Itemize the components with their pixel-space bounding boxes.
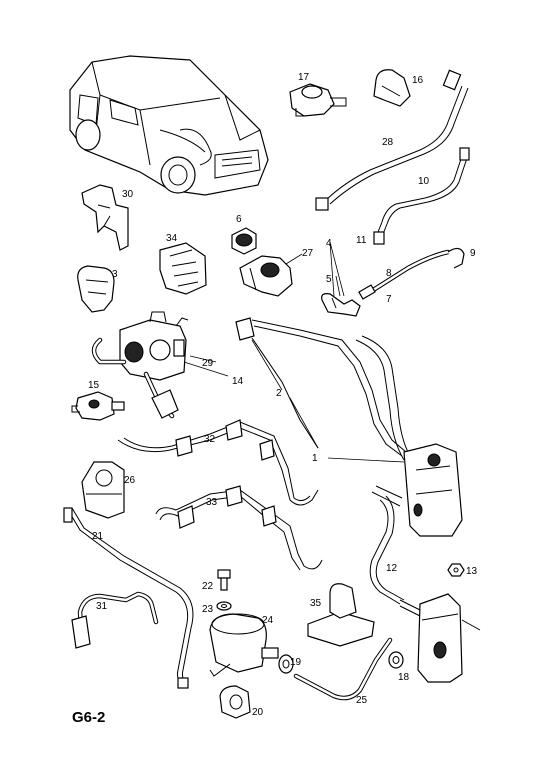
part-1-canister	[355, 335, 463, 537]
part-22-bolt	[217, 569, 231, 591]
part-10-pipe	[373, 147, 470, 245]
part-23-washer	[216, 601, 232, 611]
part-13-nut	[447, 563, 465, 577]
callout-29: 29	[202, 358, 214, 369]
part-15-valve	[71, 391, 125, 421]
part-26-bracket	[81, 461, 125, 519]
part-6-valve	[231, 227, 257, 255]
callout-30: 30	[122, 189, 134, 200]
callout-12: 12	[386, 563, 398, 574]
callout-23: 23	[202, 604, 214, 615]
callout-35: 35	[310, 598, 322, 609]
part-28-pipe	[315, 69, 469, 211]
callout-21: 21	[92, 531, 104, 542]
part-27-valve-bracket	[239, 255, 293, 297]
part-29-valve-assembly	[91, 311, 189, 419]
part-24-filter	[209, 613, 279, 677]
callout-22: 22	[202, 581, 214, 592]
part-17-valve	[289, 83, 347, 117]
part-18-ring	[388, 651, 404, 669]
part-32-hose-harness	[117, 419, 319, 506]
callout-1: 1	[312, 453, 318, 464]
diagram-code: G6-2	[72, 709, 105, 726]
callout-13: 13	[466, 566, 478, 577]
callout-6: 6	[236, 214, 242, 225]
part-30-bracket	[81, 184, 129, 251]
part-19-ring	[278, 654, 294, 674]
part-31-hose	[71, 591, 159, 649]
part-3-clip	[77, 265, 115, 313]
callout-25: 25	[356, 695, 368, 706]
callout-34: 34	[166, 233, 178, 244]
callout-11: 11	[356, 235, 367, 246]
callout-14: 14	[232, 376, 244, 387]
callout-10: 10	[418, 176, 430, 187]
callout-24: 24	[262, 615, 274, 626]
callout-5: 5	[326, 274, 332, 285]
part-12-canister	[369, 495, 481, 683]
callout-9: 9	[470, 248, 476, 259]
callout-16: 16	[412, 75, 424, 86]
leader-lines	[183, 241, 405, 463]
part-5-connector	[321, 293, 361, 317]
callout-18: 18	[398, 672, 410, 683]
callout-4: 4	[326, 238, 332, 249]
callout-26: 26	[124, 475, 136, 486]
part-2-vacuum-line	[235, 317, 407, 457]
callout-31: 31	[96, 601, 108, 612]
part-25-hose	[293, 637, 393, 701]
callout-33: 33	[206, 497, 218, 508]
callout-15: 15	[88, 380, 100, 391]
callout-28: 28	[382, 137, 394, 148]
vehicle-illustration	[69, 55, 269, 196]
callout-3: 3	[112, 269, 118, 280]
callout-32: 32	[204, 434, 216, 445]
callout-17: 17	[298, 72, 310, 83]
part-33-hose-harness	[155, 485, 323, 571]
part-8-hose	[358, 247, 465, 300]
part-20-clip	[219, 685, 251, 719]
part-21-pipe	[63, 507, 194, 689]
callout-8: 8	[386, 268, 392, 279]
callout-20: 20	[252, 707, 264, 718]
part-35-bracket	[307, 583, 375, 647]
callout-2: 2	[276, 388, 282, 399]
callout-27: 27	[302, 248, 314, 259]
callout-labels: 1 2 3 4 5 6 7 8 9 10 11 12 13 14 15 16 1…	[88, 72, 478, 718]
part-16-clamp	[373, 69, 411, 107]
part-34-relay	[159, 242, 207, 295]
callout-19: 19	[290, 657, 302, 668]
callout-7: 7	[386, 294, 392, 305]
